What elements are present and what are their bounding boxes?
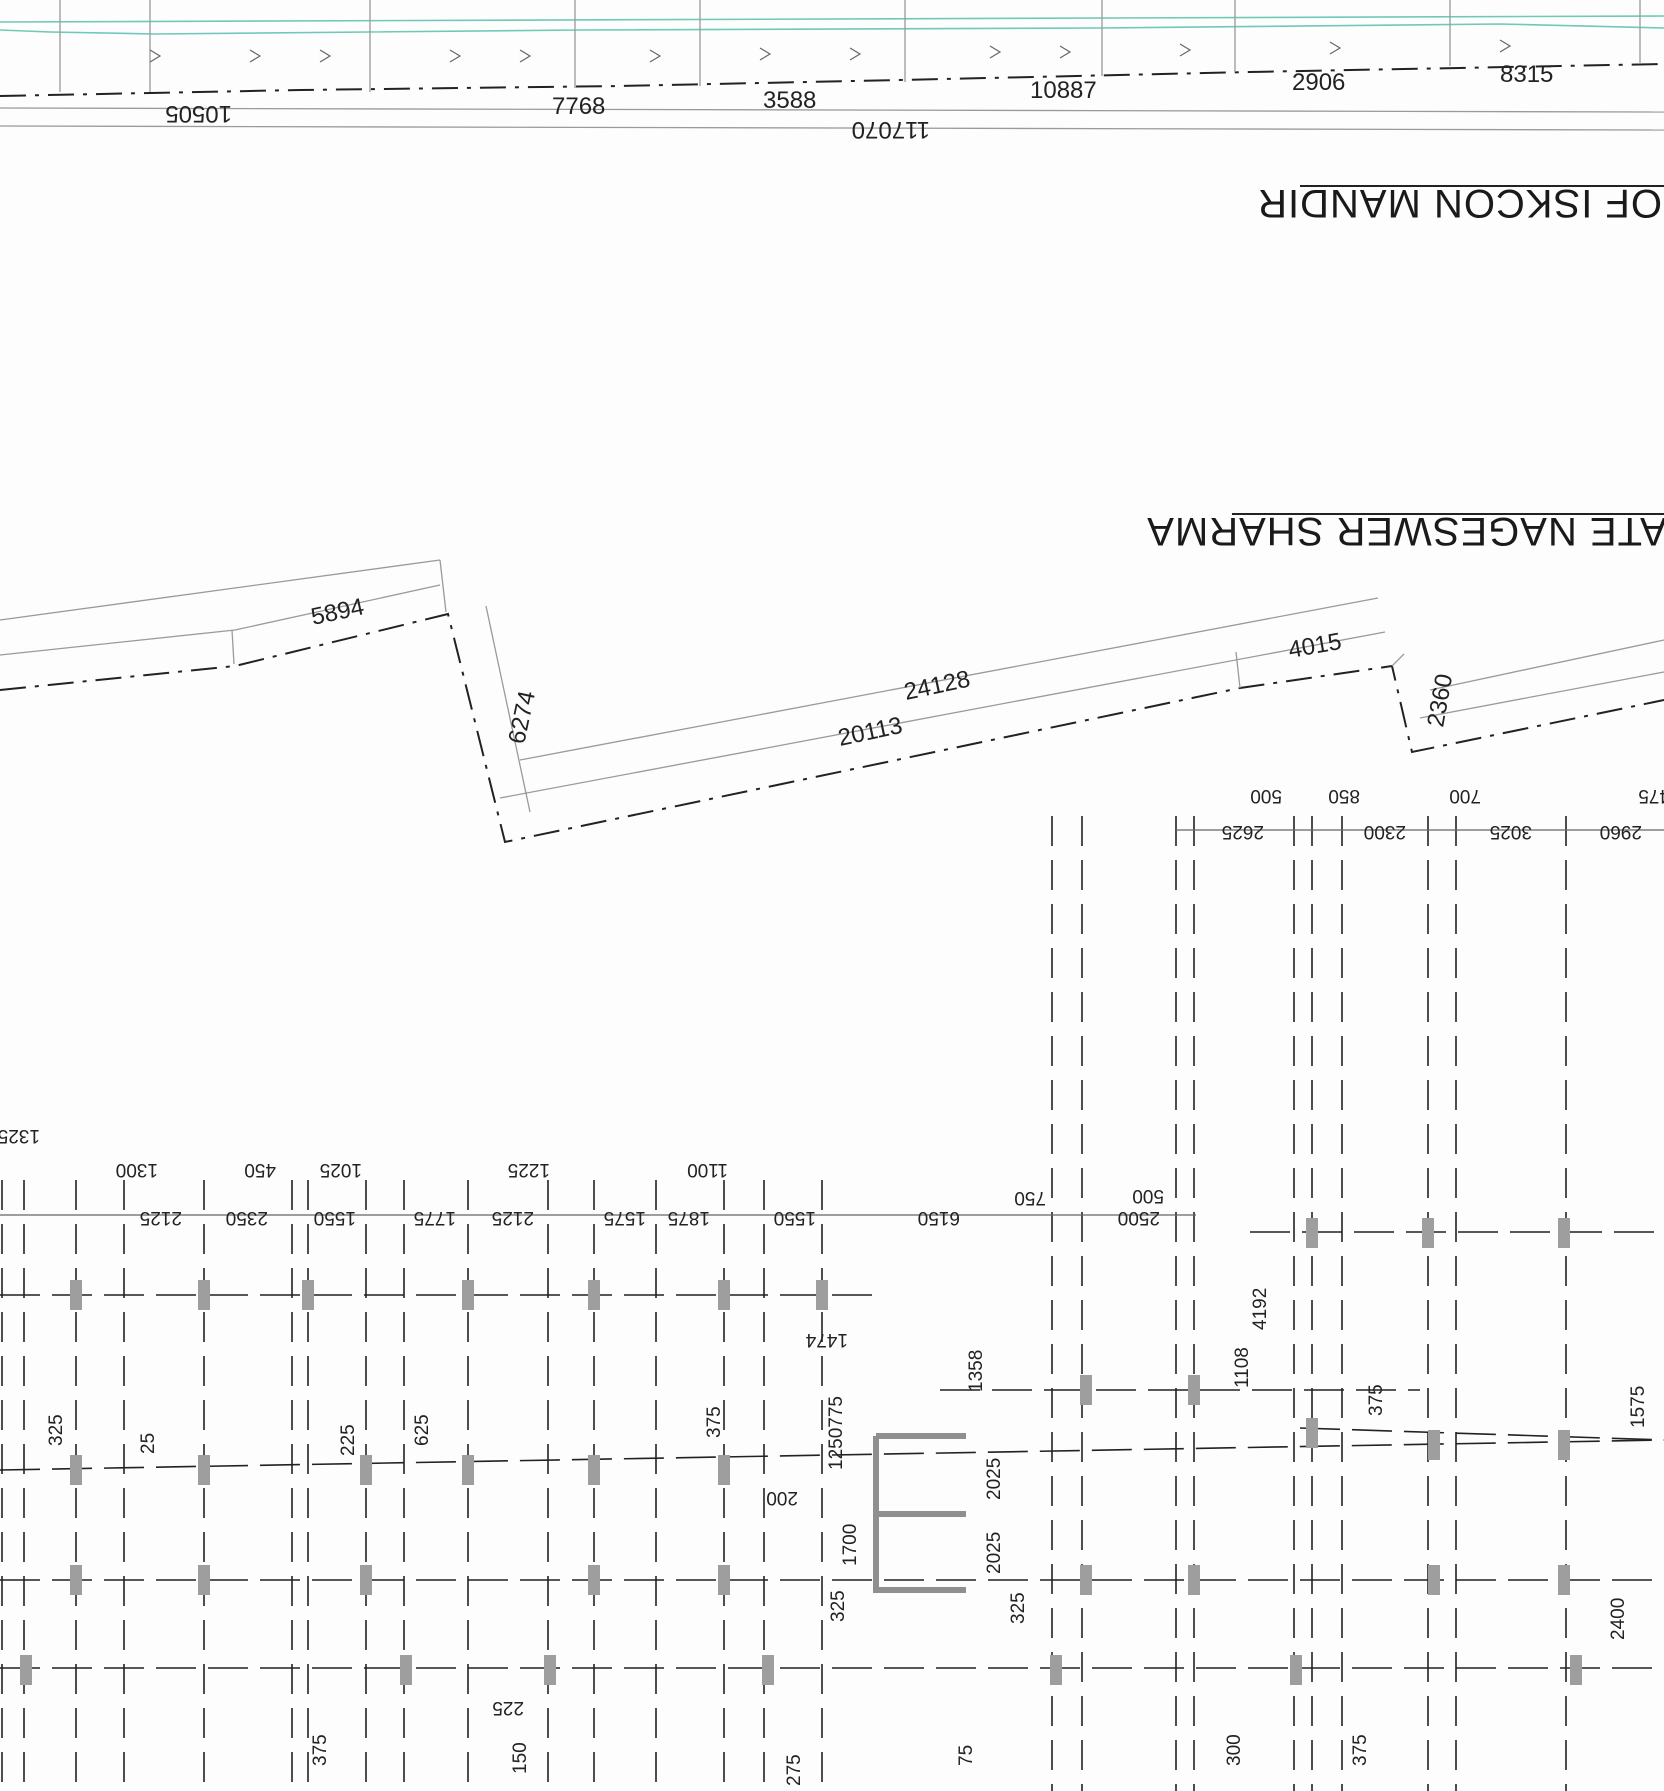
dim-200: 200: [766, 1487, 798, 1508]
dim-1358: 1358: [966, 1350, 987, 1392]
right-grid-block: 500 850 700 475 2625 2300 3025 2960: [1051, 785, 1664, 1791]
dim-1100: 1100: [687, 1159, 728, 1180]
dim-375-b: 375: [1366, 1384, 1387, 1416]
dim-225-a: 225: [338, 1424, 359, 1456]
dim-1875: 1875: [668, 1207, 710, 1228]
dim-150: 150: [510, 1742, 531, 1774]
dim-1775: 1775: [414, 1207, 456, 1228]
dim-2625: 2625: [1222, 821, 1264, 842]
dim-1700: 1700: [840, 1524, 861, 1566]
dim-750: 750: [1014, 1187, 1046, 1208]
dim-2350: 2350: [226, 1207, 268, 1228]
dim-1550-a: 1550: [314, 1207, 356, 1228]
dim-1025: 1025: [320, 1159, 362, 1180]
dim-1250775: 1250775: [826, 1396, 847, 1470]
dim-24128: 24128: [902, 666, 973, 706]
dim-2400: 2400: [1608, 1598, 1629, 1640]
dim-4192: 4192: [1250, 1288, 1271, 1330]
dim-1575-a: 1575: [604, 1207, 646, 1228]
dim-325-a: 325: [46, 1414, 67, 1446]
dim-6150: 6150: [918, 1207, 960, 1228]
dim-275: 275: [784, 1754, 805, 1786]
dim-6274: 6274: [503, 688, 541, 746]
dim-325-b: 325: [828, 1590, 849, 1622]
dim-2125-b: 2125: [492, 1207, 534, 1228]
middle-boundary: 5894 6274 24128 20113 4015 2360: [0, 559, 1664, 844]
dim-2906: 2906: [1292, 69, 1345, 96]
dim-1108: 1108: [1232, 1347, 1253, 1388]
dim-700: 700: [1449, 785, 1481, 806]
label-iskcon-mandir: D OF ISKCON MANDIR: [1257, 181, 1664, 225]
neighbour-labels: D OF ISKCON MANDIR LATE NAGESWER SHARMA: [1146, 181, 1664, 553]
dim-2125-a: 2125: [140, 1207, 182, 1228]
dim-2360: 2360: [1422, 672, 1458, 729]
dim-625: 625: [412, 1414, 433, 1446]
label-nageswer-sharma: LATE NAGESWER SHARMA: [1146, 509, 1664, 553]
dim-117070: 117070: [852, 116, 930, 143]
dim-2025-a: 2025: [984, 1458, 1005, 1500]
dim-1300: 1300: [116, 1159, 158, 1180]
dim-1550-b: 1550: [774, 1207, 816, 1228]
column-grid: 1325 1300 450 1025 1225 1100 750 500 212…: [0, 1125, 1664, 1791]
dim-1474: 1474: [805, 1329, 848, 1350]
dim-4015: 4015: [1286, 628, 1343, 664]
dim-1225: 1225: [508, 1159, 550, 1180]
dim-500-r: 500: [1250, 785, 1282, 806]
dim-2960: 2960: [1600, 821, 1642, 842]
dim-75: 75: [956, 1745, 977, 1766]
top-road-strip: 10505 7768 3588 117070 10887 2906 8315: [0, 0, 1664, 143]
dim-3588: 3588: [763, 87, 816, 114]
dim-3025: 3025: [1490, 821, 1532, 842]
dim-375-c: 375: [310, 1734, 331, 1766]
dim-2300: 2300: [1364, 821, 1406, 842]
dim-225-b: 225: [492, 1697, 524, 1718]
dim-10505: 10505: [165, 100, 232, 127]
dim-325-c: 325: [1008, 1592, 1029, 1624]
dim-1325: 1325: [0, 1125, 40, 1146]
dim-850: 850: [1328, 785, 1360, 806]
dim-7768: 7768: [552, 93, 605, 120]
dim-5894: 5894: [309, 593, 367, 631]
dim-450: 450: [244, 1159, 276, 1180]
dim-500-g: 500: [1132, 1185, 1164, 1206]
dim-20113: 20113: [836, 712, 905, 752]
dim-300: 300: [1224, 1734, 1245, 1766]
dim-8315: 8315: [1500, 61, 1553, 88]
dim-2025-b: 2025: [984, 1532, 1005, 1574]
dim-2500: 2500: [1118, 1207, 1160, 1228]
dim-375-a: 375: [704, 1406, 725, 1438]
dim-25: 25: [138, 1433, 159, 1454]
dim-10887: 10887: [1030, 77, 1097, 104]
dim-1575-b: 1575: [1628, 1386, 1649, 1428]
dim-475: 475: [1638, 785, 1664, 806]
dim-375-d: 375: [1350, 1734, 1371, 1766]
